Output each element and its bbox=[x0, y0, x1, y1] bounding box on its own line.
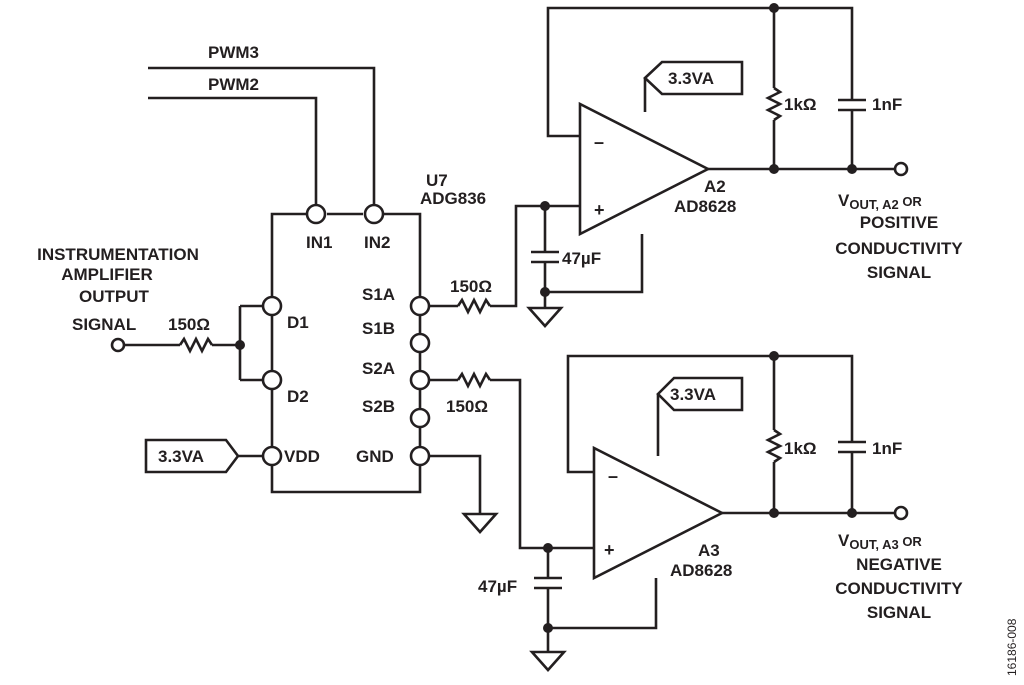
pin-s1a bbox=[409, 295, 431, 317]
pwm3-wire bbox=[148, 66, 376, 204]
a2-output-terminal bbox=[893, 161, 909, 177]
a3-supply-tag bbox=[656, 376, 744, 412]
switch-ic-u7 bbox=[270, 212, 422, 494]
junction-a2-out-c bbox=[847, 164, 857, 174]
opamp-a3-part: AD8628 bbox=[670, 561, 732, 580]
opamp-a2-designator: A2 bbox=[704, 177, 726, 196]
pin-gnd-label: GND bbox=[356, 447, 394, 466]
input-terminal bbox=[110, 337, 126, 353]
junction-input bbox=[235, 340, 245, 350]
input-label-line2: AMPLIFIER bbox=[61, 265, 153, 284]
pin-s1a-label: S1A bbox=[362, 285, 395, 304]
pin-in2 bbox=[363, 203, 385, 225]
junction-a2-out-r bbox=[769, 164, 779, 174]
pin-d1-label: D1 bbox=[287, 313, 309, 332]
a2-gnd-symbol bbox=[526, 306, 564, 328]
pin-s2a-label: S2A bbox=[362, 359, 395, 378]
a2-output-label-line1: VOUT, A2 OR bbox=[838, 191, 922, 212]
pin-s1b-label: S1B bbox=[362, 319, 395, 338]
pin-s1b bbox=[409, 332, 431, 354]
opamp-a3-minus: – bbox=[608, 466, 618, 486]
a2-gnd-wire bbox=[545, 234, 644, 294]
r-s1a bbox=[456, 297, 492, 315]
a3-gnd-wire bbox=[548, 578, 658, 630]
r-a3-fb-label: 1kΩ bbox=[784, 439, 817, 458]
pin-d2-label: D2 bbox=[287, 387, 309, 406]
opamp-a3-plus: + bbox=[604, 540, 615, 560]
r-input-label: 150Ω bbox=[168, 315, 210, 334]
pin-s2b-label: S2B bbox=[362, 397, 395, 416]
figure-code: 16186-008 bbox=[1005, 618, 1019, 676]
opamp-a2-minus: – bbox=[594, 132, 604, 152]
pin-d2 bbox=[261, 369, 283, 391]
c-a2-fb-label: 1nF bbox=[872, 95, 902, 114]
pin-s2b bbox=[409, 407, 431, 429]
a3-output-label-line4: SIGNAL bbox=[867, 603, 931, 622]
a2-output-label-line2: POSITIVE bbox=[860, 213, 938, 232]
a3-supply-label: 3.3VA bbox=[670, 385, 716, 404]
r-s2a-label: 150Ω bbox=[446, 397, 488, 416]
a3-output-label-line1: VOUT, A3 OR bbox=[838, 531, 922, 552]
supply-vdd-label: 3.3VA bbox=[158, 447, 204, 466]
pin-s2a bbox=[409, 369, 431, 391]
u7-gnd-symbol bbox=[461, 512, 499, 534]
pin-in2-label: IN2 bbox=[364, 233, 390, 252]
c-a3-in-label: 47µF bbox=[478, 577, 517, 596]
a3-gnd-symbol bbox=[529, 650, 567, 672]
a3-output-label-line3: CONDUCTIVITY bbox=[835, 579, 963, 598]
input-label-line4: SIGNAL bbox=[72, 315, 136, 334]
junction-a3-out-c bbox=[847, 508, 857, 518]
a3-feedback-wire bbox=[566, 354, 854, 474]
u7-designator: U7 bbox=[426, 171, 448, 190]
a2-output-label-line4: SIGNAL bbox=[867, 263, 931, 282]
pin-vdd bbox=[261, 445, 283, 467]
pin-gnd bbox=[409, 445, 431, 467]
r-a2-fb bbox=[765, 86, 783, 122]
a2-supply-tag bbox=[643, 60, 744, 96]
a3-input-wire bbox=[490, 378, 594, 550]
supply-vdd-tag bbox=[144, 438, 240, 474]
a3-output-terminal bbox=[893, 505, 909, 521]
pwm2-wire bbox=[148, 96, 318, 204]
opamp-a2-part: AD8628 bbox=[674, 197, 736, 216]
u7-gnd-wire bbox=[429, 454, 482, 514]
input-label-line3: OUTPUT bbox=[79, 287, 150, 306]
pin-d1 bbox=[261, 295, 283, 317]
opamp-a2 bbox=[578, 101, 711, 237]
pin-in1-label: IN1 bbox=[306, 233, 332, 252]
opamp-a3 bbox=[592, 445, 725, 581]
u7-body bbox=[270, 212, 422, 494]
opamp-a2-plus: + bbox=[594, 200, 605, 220]
opamp-a3-designator: A3 bbox=[698, 541, 720, 560]
c-a2-in-label: 47µF bbox=[562, 249, 601, 268]
r-a2-fb-label: 1kΩ bbox=[784, 95, 817, 114]
a2-feedback-wire bbox=[546, 6, 854, 138]
pwm3-label: PWM3 bbox=[208, 43, 259, 62]
r-s1a-label: 150Ω bbox=[450, 277, 492, 296]
pin-vdd-label: VDD bbox=[284, 447, 320, 466]
pwm2-label: PWM2 bbox=[208, 75, 259, 94]
u7-part: ADG836 bbox=[420, 189, 486, 208]
r-s2a bbox=[456, 371, 492, 389]
r-a3-fb bbox=[765, 428, 783, 464]
a2-supply-label: 3.3VA bbox=[668, 69, 714, 88]
r-input bbox=[178, 336, 214, 354]
a3-output-label-line2: NEGATIVE bbox=[856, 555, 942, 574]
input-label-line1: INSTRUMENTATION bbox=[37, 245, 199, 264]
pin-in1 bbox=[305, 203, 327, 225]
c-a3-fb-label: 1nF bbox=[872, 439, 902, 458]
a2-output-label-line3: CONDUCTIVITY bbox=[835, 239, 963, 258]
junction-a3-out-r bbox=[769, 508, 779, 518]
